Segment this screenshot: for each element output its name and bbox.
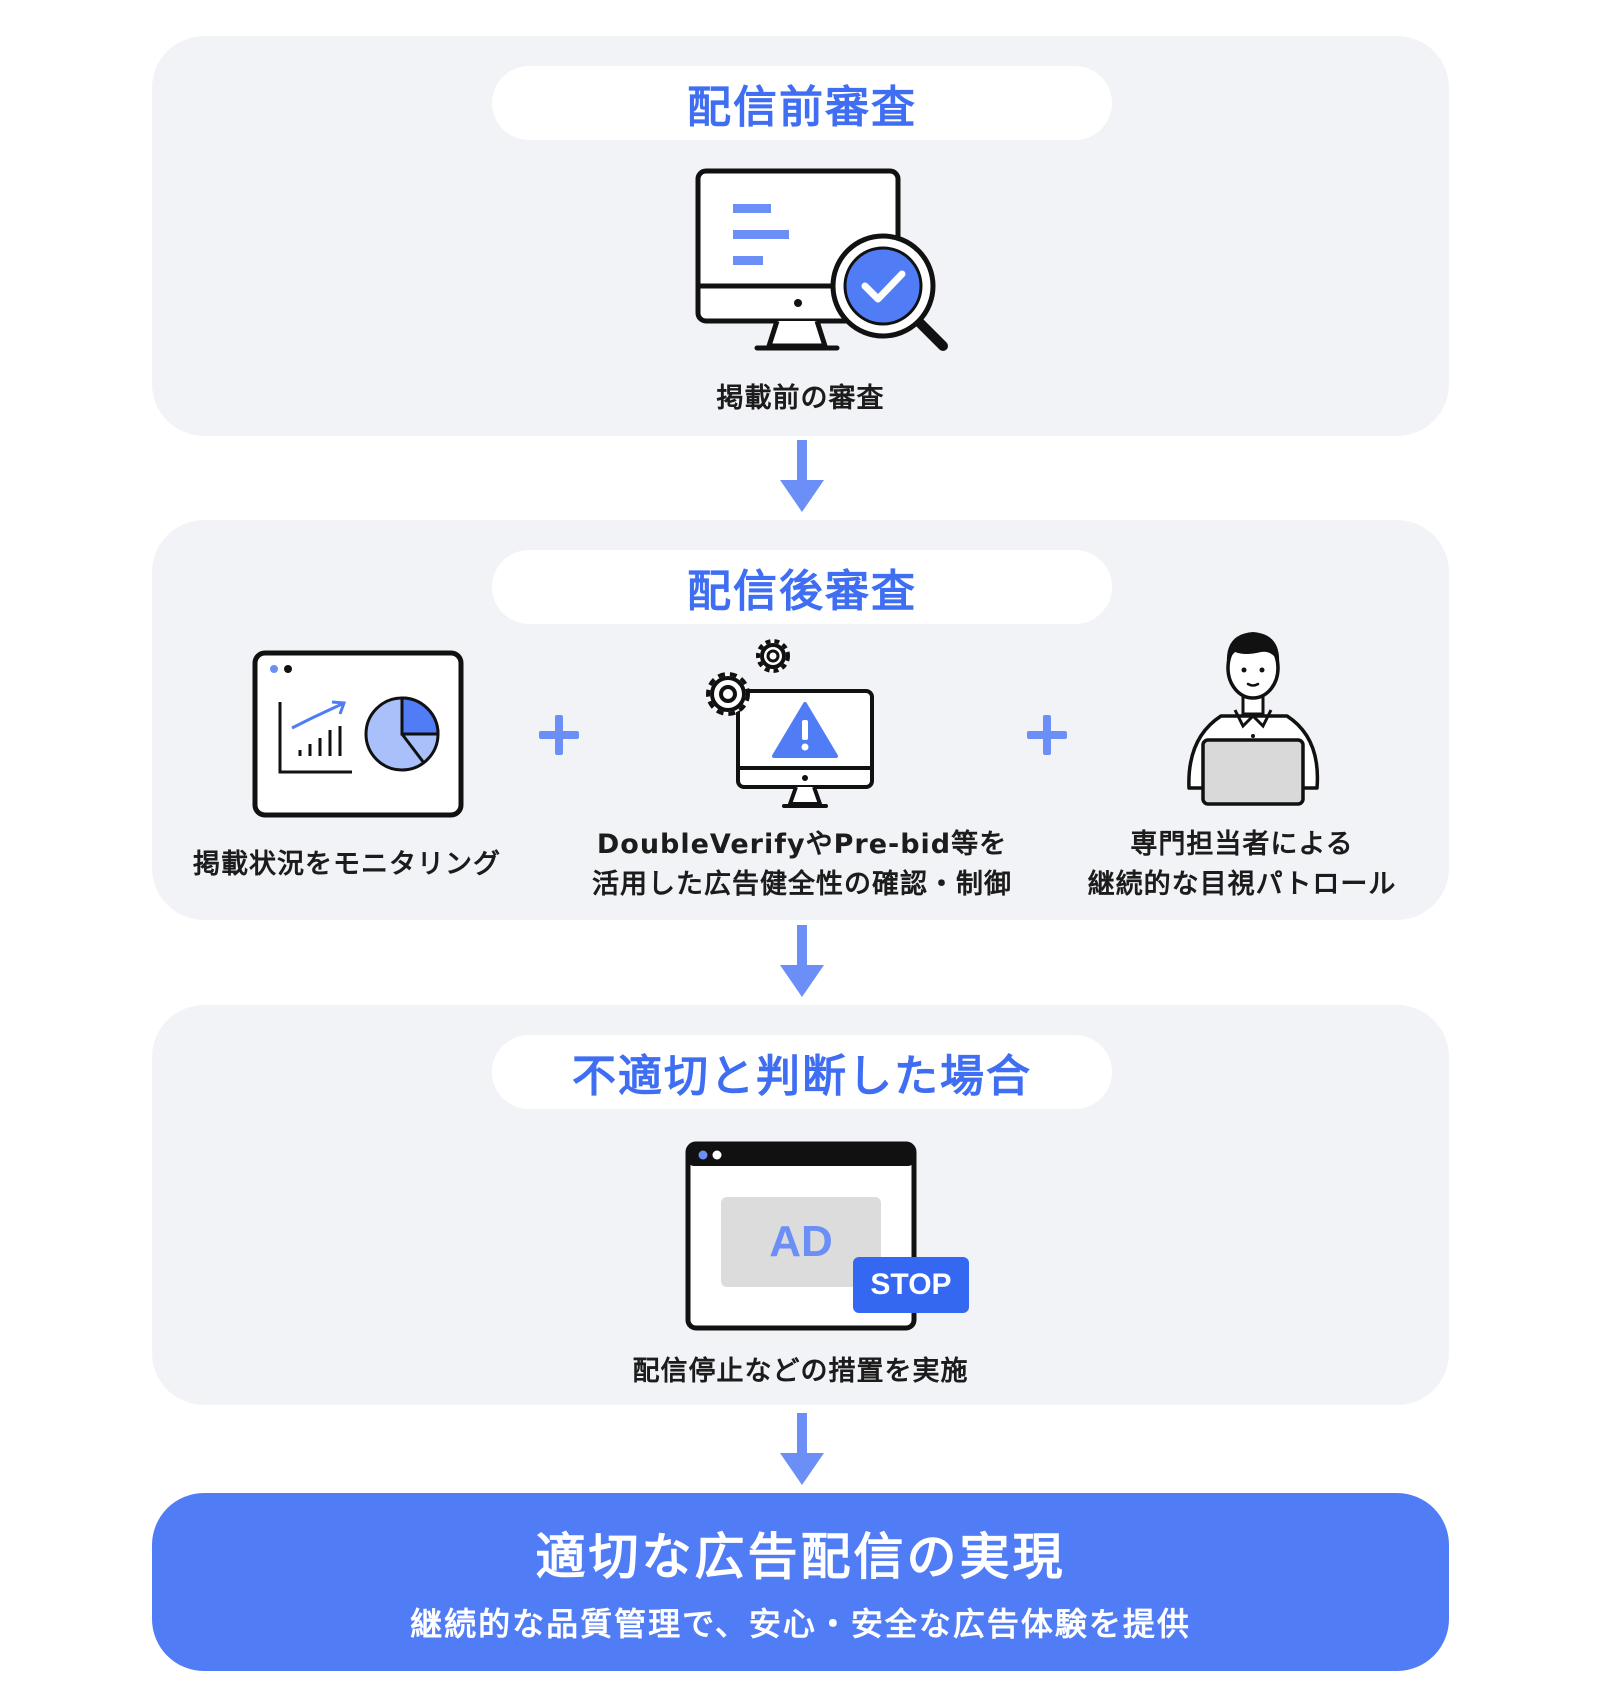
step-panel-inappropriate: 不適切と判断した場合 AD STOP 配信停止などの措置を実施 xyxy=(152,1005,1449,1405)
monitor-warning-gears-icon xyxy=(706,639,874,808)
step-title: 配信前審査 xyxy=(492,66,1112,140)
down-arrow-icon xyxy=(780,440,824,512)
analytics-dashboard-icon xyxy=(252,650,464,818)
down-arrow-icon xyxy=(780,1413,824,1485)
result-title: 適切な広告配信の実現 xyxy=(535,1528,1066,1586)
step-panel-pre-review: 配信前審査 掲載前の審査 xyxy=(152,36,1449,436)
plus-icon xyxy=(539,715,579,755)
result-subtitle: 継続的な品質管理で、安心・安全な広告体験を提供 xyxy=(410,1605,1191,1643)
step-title: 配信後審査 xyxy=(492,550,1112,624)
stop-badge: STOP xyxy=(853,1257,969,1313)
result-banner: 適切な広告配信の実現 継続的な品質管理で、安心・安全な広告体験を提供 xyxy=(152,1493,1449,1671)
step-caption: 配信停止などの措置を実施 xyxy=(632,1356,969,1387)
step-caption-tools: DoubleVerifyやPre-bid等を 活用した広告健全性の確認・制御 xyxy=(592,829,1012,900)
step-title: 不適切と判断した場合 xyxy=(492,1035,1112,1109)
plus-icon xyxy=(1027,715,1067,755)
step-caption-monitoring: 掲載状況をモニタリング xyxy=(193,849,501,880)
step-caption: 掲載前の審査 xyxy=(716,383,885,414)
ad-label: AD xyxy=(769,1217,833,1266)
step-panel-post-review: 配信後審査 xyxy=(152,520,1449,920)
browser-ad-stop-icon: AD STOP xyxy=(685,1141,969,1331)
monitor-magnifier-check-icon xyxy=(695,168,948,351)
down-arrow-icon xyxy=(780,925,824,997)
person-laptop-icon xyxy=(1187,632,1320,806)
step-caption-patrol: 専門担当者による 継続的な目視パトロール xyxy=(1087,829,1397,900)
